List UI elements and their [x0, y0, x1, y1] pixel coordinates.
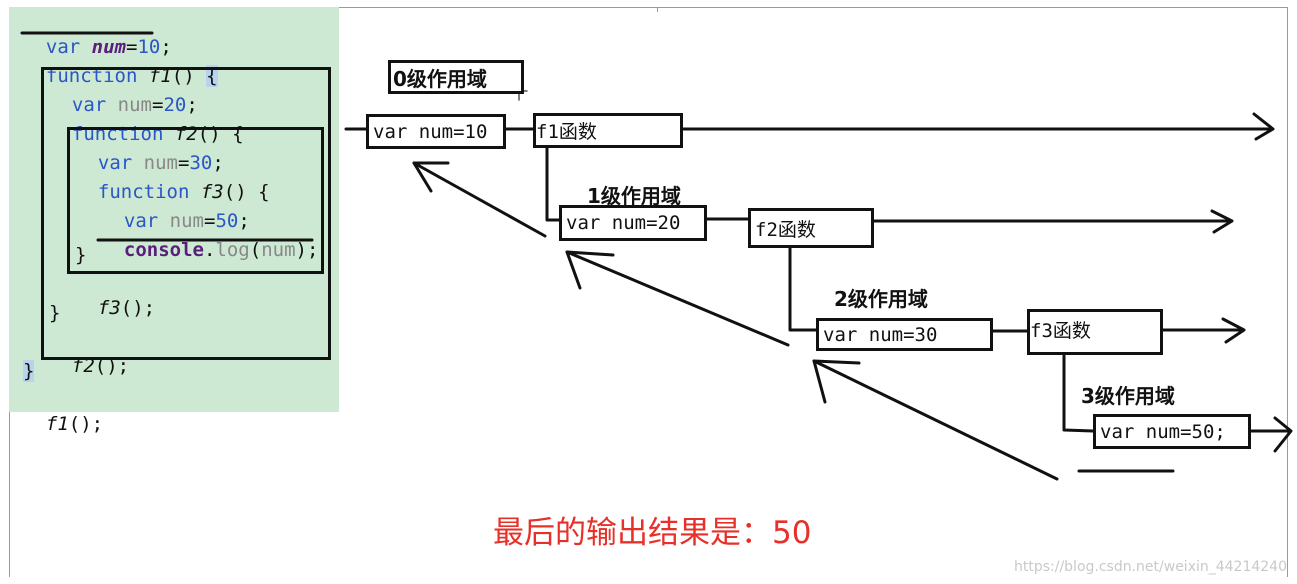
brace: }: [23, 360, 35, 382]
arrowhead-2: [1221, 317, 1246, 344]
level0-label-box: 0级作用域: [388, 60, 524, 94]
argument: num: [261, 239, 296, 261]
code-line-7: var num=50;: [101, 185, 250, 233]
lookup-arrow-level1-to-level0: [412, 161, 547, 238]
level0-fn-text: f1函数: [536, 121, 597, 143]
function-name: f1: [148, 65, 172, 87]
identifier: num: [117, 94, 152, 116]
code-line-13: }: [23, 359, 35, 383]
lookup-arrow-level2-to-level1: [565, 250, 790, 347]
lookup-arrowhead-level0: [412, 161, 450, 193]
level2-fn-text: f3函数: [1030, 320, 1091, 342]
connector-f1-to-level1: [545, 144, 561, 222]
level3-var-text: var num=50;: [1100, 420, 1226, 443]
close-paren: );: [295, 239, 319, 261]
code-line-6: function f3() {: [75, 156, 270, 204]
console-object: console: [123, 239, 204, 261]
code-line-3: var num=20;: [49, 69, 198, 117]
operator: =: [152, 94, 164, 116]
function-call: f3: [97, 297, 121, 319]
code-line-8: console.log(num);: [101, 214, 319, 262]
semicolon: ;: [238, 210, 250, 232]
level2-var-text: var num=30: [823, 323, 938, 346]
level1-label: 1级作用域: [587, 184, 681, 208]
call-parens: ();: [68, 413, 104, 435]
level1-var-text: var num=20: [566, 212, 681, 234]
semicolon: ;: [160, 36, 172, 58]
code-line-9: }: [75, 244, 87, 266]
operator: =: [178, 152, 190, 174]
operator: =: [126, 36, 138, 58]
keyword: var: [45, 36, 81, 58]
code-panel: [9, 7, 339, 412]
identifier: num: [91, 36, 126, 58]
call-parens: ();: [94, 355, 130, 377]
level0-var-text: var num=10: [373, 120, 488, 143]
number: 50: [215, 210, 239, 232]
parens: (): [171, 65, 207, 87]
function-name: f3: [200, 181, 224, 203]
arrowhead-1: [1210, 209, 1234, 234]
level0-fn-box: f1函数: [533, 113, 683, 148]
number: 30: [189, 152, 213, 174]
lookup-arrow-level3-to-level2: [812, 359, 1059, 481]
code-line-1: var num=10;: [23, 11, 172, 59]
identifier: num: [169, 210, 204, 232]
semicolon: ;: [186, 94, 198, 116]
dot: .: [203, 239, 216, 261]
frame-top-border: [9, 7, 1288, 8]
keyword: var: [97, 152, 133, 174]
lookup-arrowhead-level1: [565, 250, 615, 290]
brace: {: [206, 65, 218, 87]
operator: =: [204, 210, 216, 232]
number: 20: [163, 94, 187, 116]
connector-f2-to-level2: [788, 246, 818, 332]
arrowhead-0: [1252, 112, 1275, 141]
code-line-14: f1();: [23, 388, 103, 436]
watermark-url: https://blog.csdn.net/weixin_44214240: [1013, 559, 1287, 575]
level1-var-box: var num=20: [559, 205, 707, 241]
semicolon: ;: [212, 152, 224, 174]
lookup-arrowhead-level2: [812, 359, 861, 404]
level0-var-box: var num=10: [366, 114, 506, 149]
code-line-10: f3();: [75, 272, 155, 320]
output-result-text: 最后的输出结果是：50: [493, 515, 812, 551]
method-name: log: [215, 239, 250, 261]
level3-label: 3级作用域: [1081, 384, 1175, 408]
code-line-2: function f1() {: [23, 40, 218, 88]
keyword: function: [45, 65, 138, 87]
f1-scope-box: [41, 67, 331, 360]
f2-scope-box: [67, 127, 324, 274]
keyword: var: [123, 210, 159, 232]
level1-fn-box: f2函数: [748, 208, 874, 248]
function-call: f1: [45, 413, 69, 435]
level3-var-box: var num=50;: [1093, 414, 1251, 449]
connector-f3-to-level3: [1062, 354, 1095, 433]
ruler-tick: [657, 7, 658, 12]
function-call: f2: [71, 355, 95, 377]
parens: () {: [223, 181, 270, 203]
level1-fn-text: f2函数: [755, 218, 816, 241]
code-line-12: f2();: [49, 330, 129, 378]
keyword: function: [97, 181, 190, 203]
level2-label: 2级作用域: [834, 287, 928, 311]
level0-label: 0级作用域: [393, 66, 487, 91]
level2-var-box: var num=30: [816, 318, 993, 351]
level2-fn-box: f3函数: [1027, 309, 1163, 355]
call-parens: ();: [120, 297, 156, 319]
number: 10: [137, 36, 161, 58]
code-line-11: }: [49, 302, 61, 324]
arrowhead-3: [1273, 416, 1293, 453]
frame-right-border: [1287, 7, 1288, 577]
code-line-5: var num=30;: [75, 127, 224, 175]
identifier: num: [143, 152, 178, 174]
keyword: var: [71, 94, 107, 116]
open-paren: (: [249, 239, 262, 261]
